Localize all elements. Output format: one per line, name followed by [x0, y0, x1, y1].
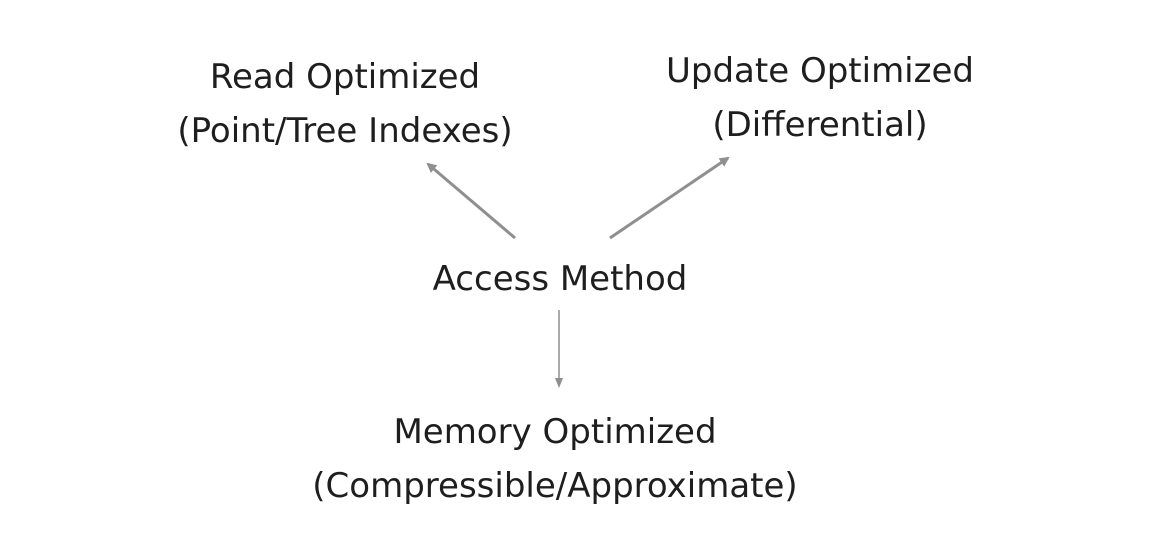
memory-optimized-subtitle: (Compressible/Approximate): [312, 466, 798, 506]
update-optimized-node: Update Optimized (Differential): [610, 44, 1030, 152]
memory-optimized-node: Memory Optimized (Compressible/Approxima…: [250, 405, 860, 513]
arrow-to-update-optimized: [609, 156, 730, 240]
arrow-to-read-optimized: [426, 162, 516, 240]
access-method-node: Access Method: [380, 252, 740, 306]
update-optimized-title: Update Optimized: [666, 51, 974, 91]
read-optimized-subtitle: (Point/Tree Indexes): [177, 111, 513, 151]
update-optimized-subtitle: (Differential): [712, 105, 928, 145]
read-optimized-title: Read Optimized: [209, 57, 481, 97]
memory-optimized-title: Memory Optimized: [393, 412, 717, 452]
read-optimized-node: Read Optimized (Point/Tree Indexes): [110, 50, 580, 158]
access-method-label: Access Method: [432, 259, 688, 299]
